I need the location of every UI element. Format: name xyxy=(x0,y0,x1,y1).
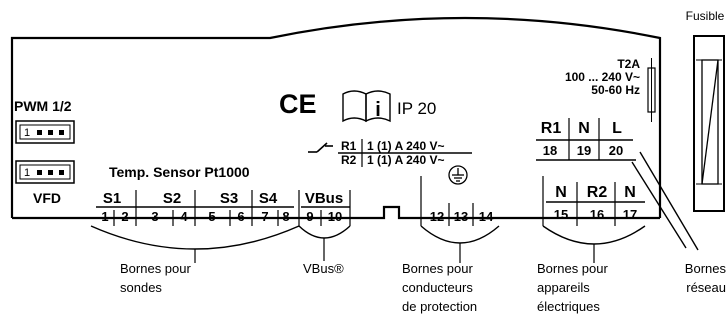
housing-bottom-edge xyxy=(12,205,660,220)
mains-callout: réseau xyxy=(686,280,726,295)
protection-callout: de protection xyxy=(402,299,477,314)
terminal-number: 19 xyxy=(577,143,591,158)
sensors-callout: sondes xyxy=(120,280,162,295)
mains-callout: Bornes xyxy=(685,261,726,276)
terminal-number: 3 xyxy=(151,209,158,224)
manual-book-icon: i xyxy=(342,90,391,123)
terminal-number: 20 xyxy=(609,143,623,158)
protection-callout: conducteurs xyxy=(402,280,473,295)
terminal-number: 15 xyxy=(554,207,568,222)
vbus-label: VBus xyxy=(305,190,343,207)
terminal-number: 6 xyxy=(237,209,244,224)
fuse-rating: T2A xyxy=(617,57,640,71)
vbus-group-arc xyxy=(298,225,351,239)
consumer-group-arc xyxy=(542,225,646,245)
appliances-callout: électriques xyxy=(537,299,600,314)
pwm-pin-2 xyxy=(37,130,42,135)
appliances-callout: Bornes pour xyxy=(537,261,608,276)
terminal-number: 14 xyxy=(479,209,494,224)
sensor-s4-label: S4 xyxy=(259,190,278,207)
relay-r2-rating: 1 (1) A 240 V~ xyxy=(367,153,444,167)
relay-r1-rating: 1 (1) A 240 V~ xyxy=(367,139,444,153)
terminal-number: 16 xyxy=(590,207,604,222)
earth-group-arc xyxy=(420,225,500,244)
supply-voltage: 100 ... 240 V~ xyxy=(565,70,640,84)
consumer-label: N xyxy=(555,184,567,201)
vfd-label: VFD xyxy=(33,190,61,206)
terminal-number: 13 xyxy=(454,209,468,224)
mains-label: L xyxy=(612,120,622,137)
terminal-number: 10 xyxy=(328,209,342,224)
terminal-number: 2 xyxy=(121,209,128,224)
earth-ground-icon xyxy=(448,165,468,185)
vfd-pin-2 xyxy=(37,170,42,175)
terminal-number: 7 xyxy=(261,209,268,224)
terminal-number: 4 xyxy=(180,209,188,224)
mains-label: N xyxy=(578,120,590,137)
relay-switch-icon xyxy=(308,142,333,153)
vfd-connector xyxy=(15,160,75,184)
ce-mark: CE xyxy=(279,89,317,119)
vfd-pin-number: 1 xyxy=(24,167,30,179)
sensor-s3-label: S3 xyxy=(220,190,238,207)
ip-rating: IP 20 xyxy=(397,99,436,118)
pwm-pin-3 xyxy=(48,130,53,135)
pwm-pin-4 xyxy=(59,130,64,135)
fuse-module xyxy=(693,35,725,212)
terminal-number: 1 xyxy=(101,209,108,224)
sensor-group-arc xyxy=(90,225,300,250)
vfd-pin-4 xyxy=(59,170,64,175)
appliances-callout: appareils xyxy=(537,280,590,295)
sensors-callout: Bornes pour xyxy=(120,261,191,276)
terminal-number: 9 xyxy=(306,209,313,224)
terminal-number: 18 xyxy=(543,143,557,158)
mains-leader-line xyxy=(639,151,699,251)
pwm-connector xyxy=(15,120,75,144)
vbus-callout: VBus® xyxy=(303,261,344,276)
pwm-pin-number: 1 xyxy=(24,127,30,139)
vfd-connector-inner xyxy=(19,164,71,180)
sensor-s2-label: S2 xyxy=(163,190,181,207)
protection-callout: Bornes pour xyxy=(402,261,473,276)
relay-r1-name: R1 xyxy=(341,139,357,153)
sensor-header: Temp. Sensor Pt1000 xyxy=(109,164,250,180)
terminal-number: 12 xyxy=(430,209,444,224)
supply-frequency: 50-60 Hz xyxy=(591,83,640,97)
info-icon: i xyxy=(375,99,381,121)
terminal-number: 8 xyxy=(282,209,289,224)
housing-outline xyxy=(10,16,662,218)
mains-label: R1 xyxy=(541,120,562,137)
fuse-caption: Fusible xyxy=(686,9,725,23)
terminal-number: 5 xyxy=(208,209,215,224)
consumer-label: N xyxy=(624,184,636,201)
relay-r2-name: R2 xyxy=(341,153,357,167)
terminal-number: 17 xyxy=(623,207,637,222)
consumer-label: R2 xyxy=(587,184,608,201)
mains-leader-line xyxy=(631,161,687,249)
pwm-title: PWM 1/2 xyxy=(14,98,72,114)
sensor-s1-label: S1 xyxy=(103,190,121,207)
vfd-pin-3 xyxy=(48,170,53,175)
fuse-diagonal xyxy=(701,59,719,185)
pwm-connector-inner xyxy=(19,124,71,140)
